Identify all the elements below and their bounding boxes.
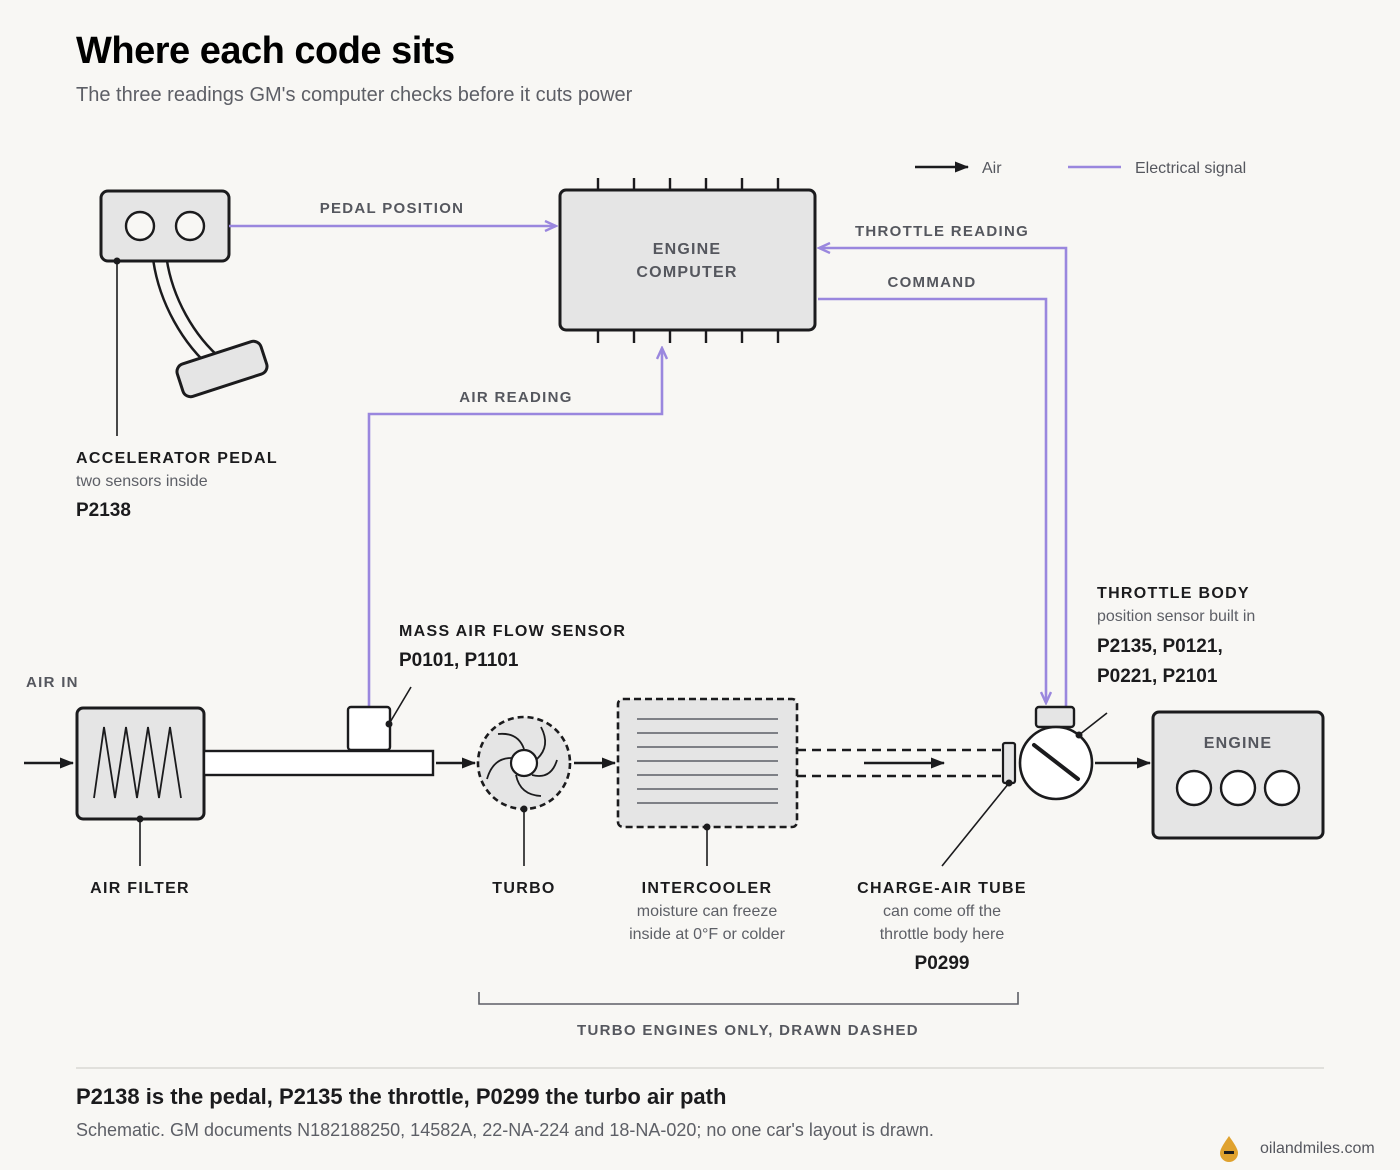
- intercooler-note-line1: moisture can freeze: [637, 903, 778, 920]
- pedal-sensor-1: [124, 210, 156, 242]
- maf-sensor: [346, 705, 392, 752]
- pedal-sensor-housing: [99, 189, 231, 263]
- intercooler: [616, 697, 799, 866]
- engine-computer: ENGINE COMPUTER: [558, 178, 817, 343]
- accelerator-pedal: [99, 189, 269, 436]
- turbo-only-bracket: [478, 992, 1019, 1005]
- maf-leader: [388, 686, 412, 725]
- pedal-name: ACCELERATOR PEDAL: [76, 450, 278, 467]
- engine: ENGINE: [1151, 710, 1325, 840]
- turbo-hub: [509, 748, 539, 778]
- command-signal: [818, 297, 1046, 703]
- throttle-plate: [1032, 743, 1080, 781]
- charge-tube-note-line1: can come off the: [883, 903, 1001, 920]
- pedal-codes: P2138: [76, 500, 131, 521]
- legend: Air Electrical signal: [915, 160, 1246, 177]
- computer-box: [558, 188, 817, 332]
- oil-drop-icon: [1220, 1136, 1238, 1162]
- throttle-name: THROTTLE BODY: [1097, 585, 1250, 602]
- air-reading-label: AIR READING: [459, 389, 572, 406]
- charge-tube-note-line2: throttle body here: [880, 926, 1005, 943]
- turbo: [476, 715, 572, 866]
- computer-pins: [596, 178, 780, 343]
- maf-name: MASS AIR FLOW SENSOR: [399, 623, 626, 640]
- throttle-reading-label: THROTTLE READING: [855, 223, 1029, 240]
- charge-tube-coupler: [1001, 741, 1017, 785]
- page-subtitle: The three readings GM's computer checks …: [76, 84, 633, 106]
- page-title: Where each code sits: [76, 30, 455, 72]
- footer-note: Schematic. GM documents N182188250, 1458…: [76, 1120, 934, 1140]
- pedal-pad: [175, 339, 269, 399]
- intercooler-note-line2: inside at 0°F or colder: [629, 926, 785, 943]
- intercooler-name: INTERCOOLER: [642, 880, 773, 897]
- computer-label-line2: COMPUTER: [636, 264, 737, 281]
- intercooler-fins: [637, 718, 778, 804]
- brand-label: oilandmiles.com: [1260, 1140, 1375, 1157]
- footer-headline: P2138 is the pedal, P2135 the throttle, …: [76, 1084, 726, 1109]
- computer-label-line1: ENGINE: [653, 241, 722, 258]
- throttle-body: [1018, 705, 1108, 801]
- throttle-codes-line1: P2135, P0121,: [1097, 636, 1223, 657]
- air-filter-label: AIR FILTER: [90, 880, 190, 897]
- pedal-position-label: PEDAL POSITION: [320, 200, 465, 217]
- throttle-reading-signal: [819, 248, 1068, 708]
- filter-element: [93, 726, 182, 799]
- legend-air-label: Air: [982, 160, 1002, 177]
- pedal-note: two sensors inside: [76, 473, 208, 490]
- command-label: COMMAND: [887, 274, 976, 291]
- maf-codes: P0101, P1101: [399, 650, 519, 671]
- engine-cylinder-3: [1263, 769, 1301, 807]
- engine-cylinder-1: [1175, 769, 1213, 807]
- charge-tube-codes: P0299: [915, 953, 970, 974]
- turbo-label: TURBO: [492, 880, 555, 897]
- intake-duct: [202, 749, 435, 777]
- throttle-codes-line2: P0221, P2101: [1097, 666, 1218, 687]
- charge-tube-name: CHARGE-AIR TUBE: [857, 880, 1027, 897]
- air-filter-box: [75, 706, 206, 821]
- throttle-position-sensor: [1034, 705, 1076, 729]
- engine-cylinder-2: [1219, 769, 1257, 807]
- engine-label: ENGINE: [1204, 735, 1273, 752]
- air-reading-signal: [367, 348, 662, 707]
- pedal-sensor-2: [174, 210, 206, 242]
- charge-air-tube: [797, 741, 1017, 867]
- legend-signal-label: Electrical signal: [1135, 160, 1246, 177]
- throttle-note: position sensor built in: [1097, 608, 1255, 625]
- air-in-label: AIR IN: [26, 674, 79, 691]
- air-filter: [75, 706, 206, 866]
- turbo-only-label: TURBO ENGINES ONLY, DRAWN DASHED: [577, 1022, 919, 1039]
- turbo-blades: [486, 726, 558, 797]
